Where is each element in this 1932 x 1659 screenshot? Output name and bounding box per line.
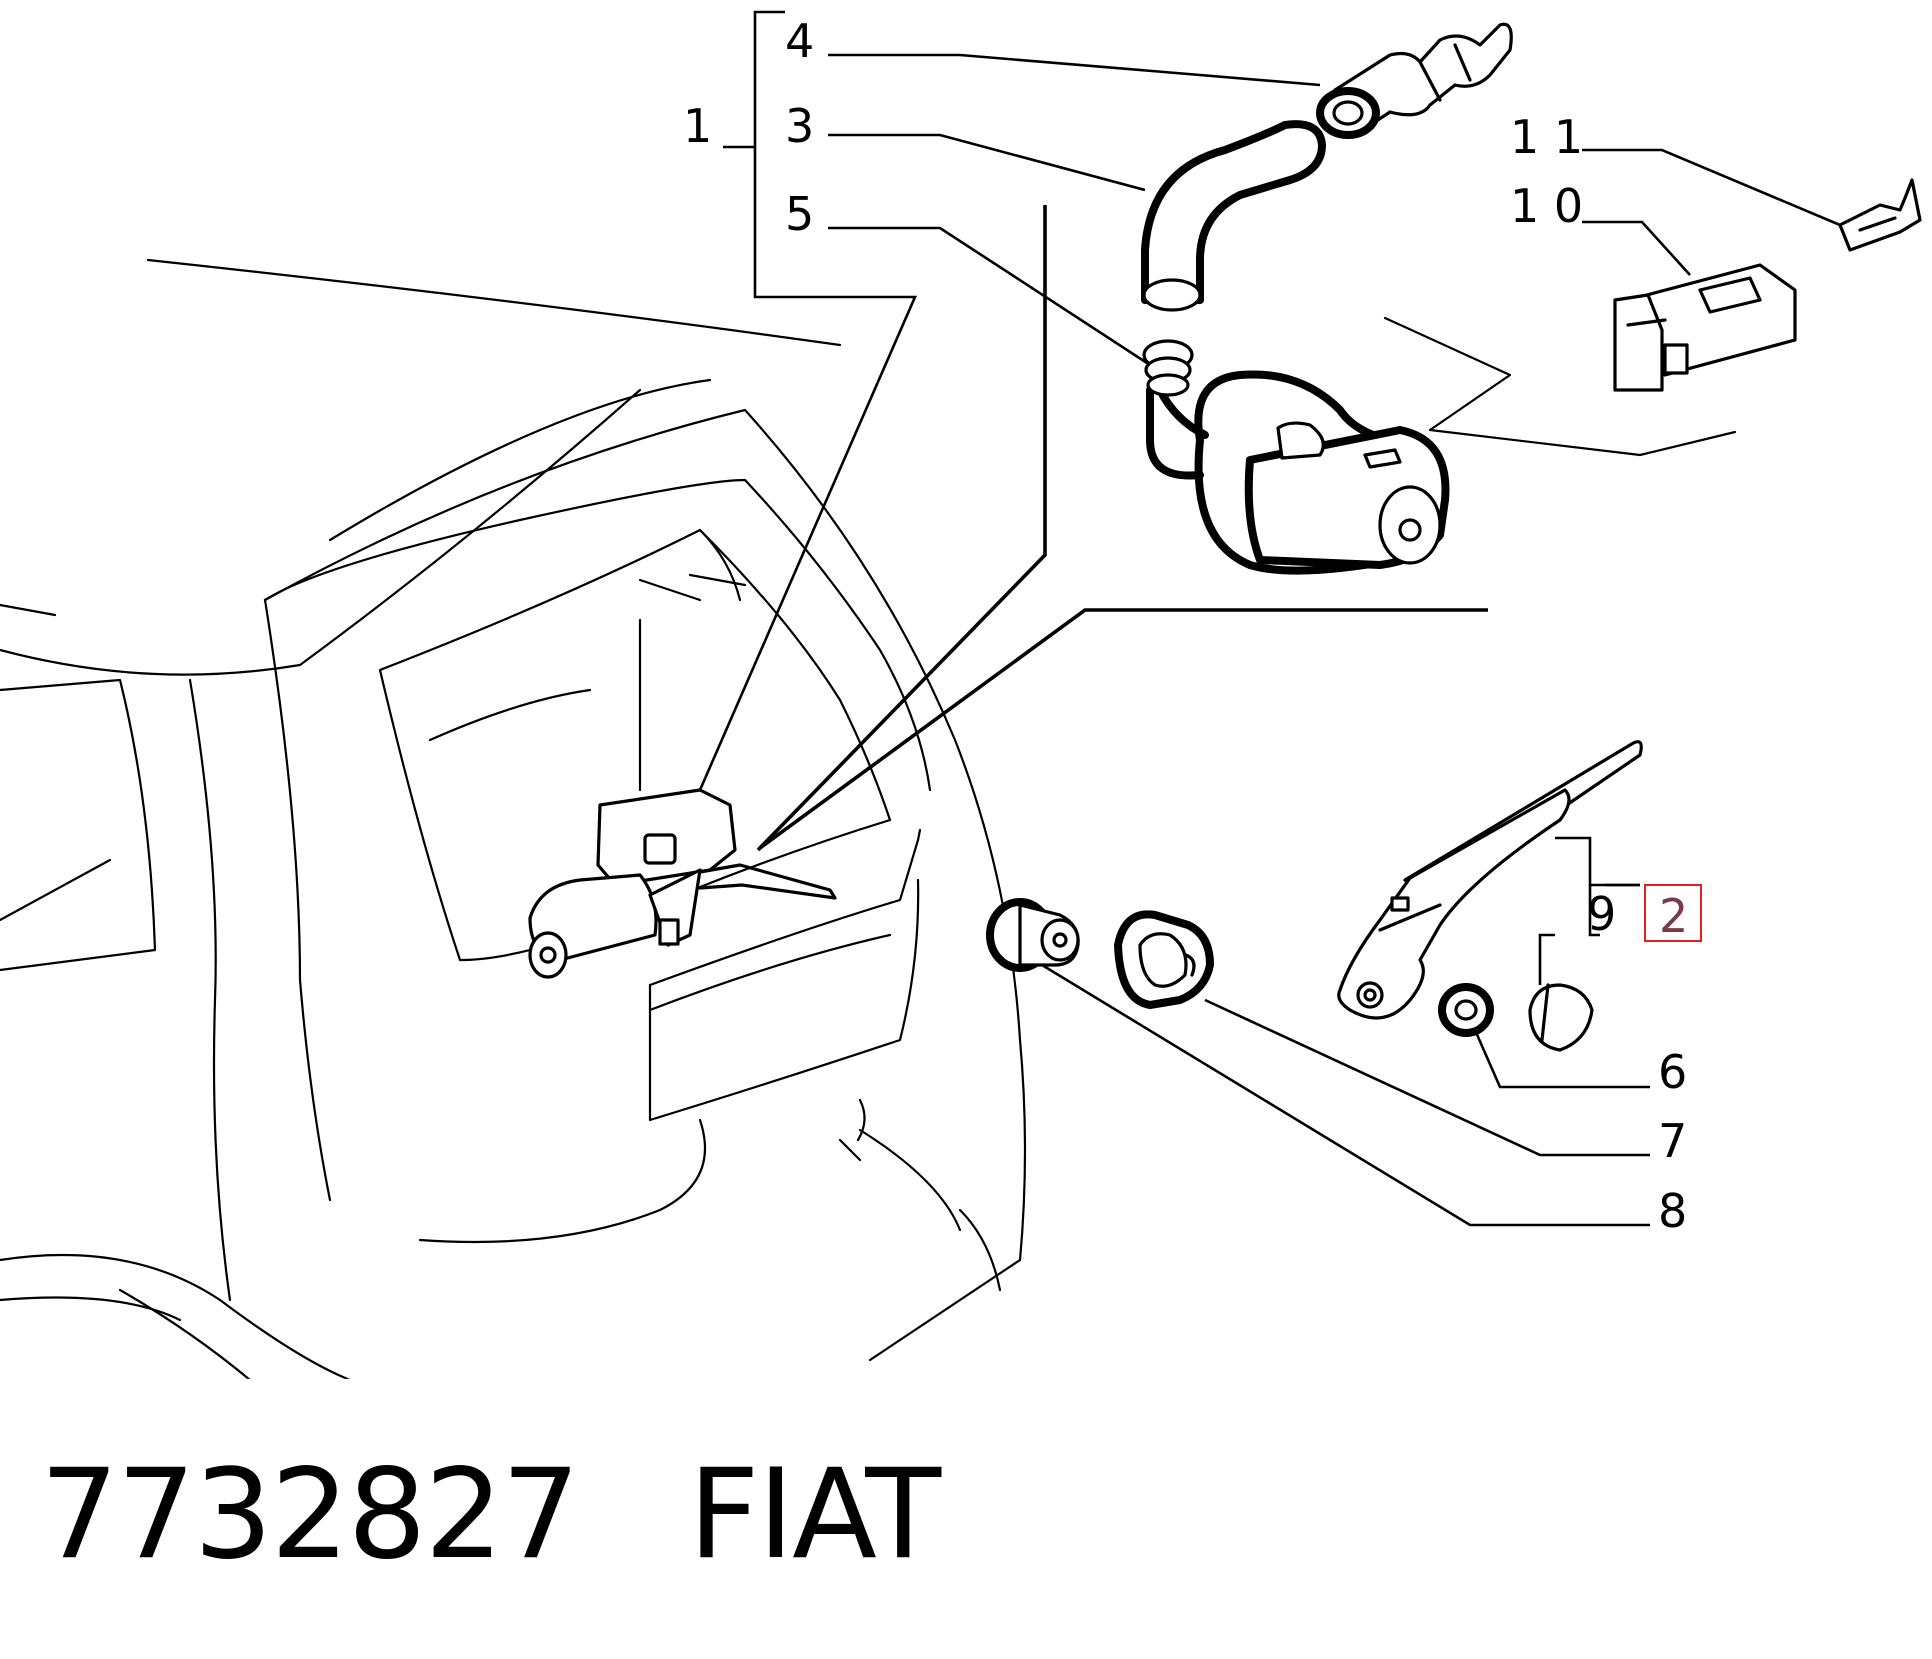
callout-8: 8: [1658, 1184, 1687, 1238]
hose-part-3: [1141, 120, 1326, 312]
nut-part-6: [1438, 983, 1494, 1037]
callout-2: 2: [1659, 889, 1688, 943]
callout-11: 1 1: [1510, 110, 1583, 164]
connector-part-10: [1613, 263, 1797, 392]
wiper-motor-installed: [528, 788, 837, 979]
callout-5: 5: [785, 187, 814, 241]
motor-assembly-exploded: [1142, 316, 1737, 575]
callout-10: 1 0: [1510, 179, 1583, 233]
wiper-arm-part-9: [1337, 740, 1643, 1020]
callout-2-highlight-box: [1644, 884, 1702, 942]
callout-9: 9: [1587, 887, 1616, 941]
callout-3: 3: [785, 99, 814, 153]
cap-part: [1528, 983, 1594, 1052]
leader-lines-installed: [698, 10, 1488, 852]
caption: 7732827 FIAT: [40, 1440, 941, 1590]
exploded-parts-diagram: 4 1 3 5 1 1 1 0 9 2 6 7 8: [0, 10, 1922, 1380]
connector-part-4: [1316, 22, 1513, 139]
callout-7: 7: [1658, 1114, 1687, 1168]
terminal-part-11: [1838, 178, 1922, 252]
brand-name: FIAT: [688, 1443, 941, 1587]
bushing-part-8: [986, 898, 1080, 972]
callout-6: 6: [1658, 1045, 1687, 1099]
car-body-outline: [0, 258, 1027, 1380]
callout-1: 1: [683, 99, 712, 153]
part-number: 7732827: [40, 1443, 580, 1587]
callout-4: 4: [785, 14, 814, 68]
callout-leaders: [828, 53, 1841, 1227]
grommet-part-7: [1114, 910, 1214, 1009]
callout-labels: 4 1 3 5 1 1 1 0 9 2 6 7 8: [683, 14, 1702, 1238]
